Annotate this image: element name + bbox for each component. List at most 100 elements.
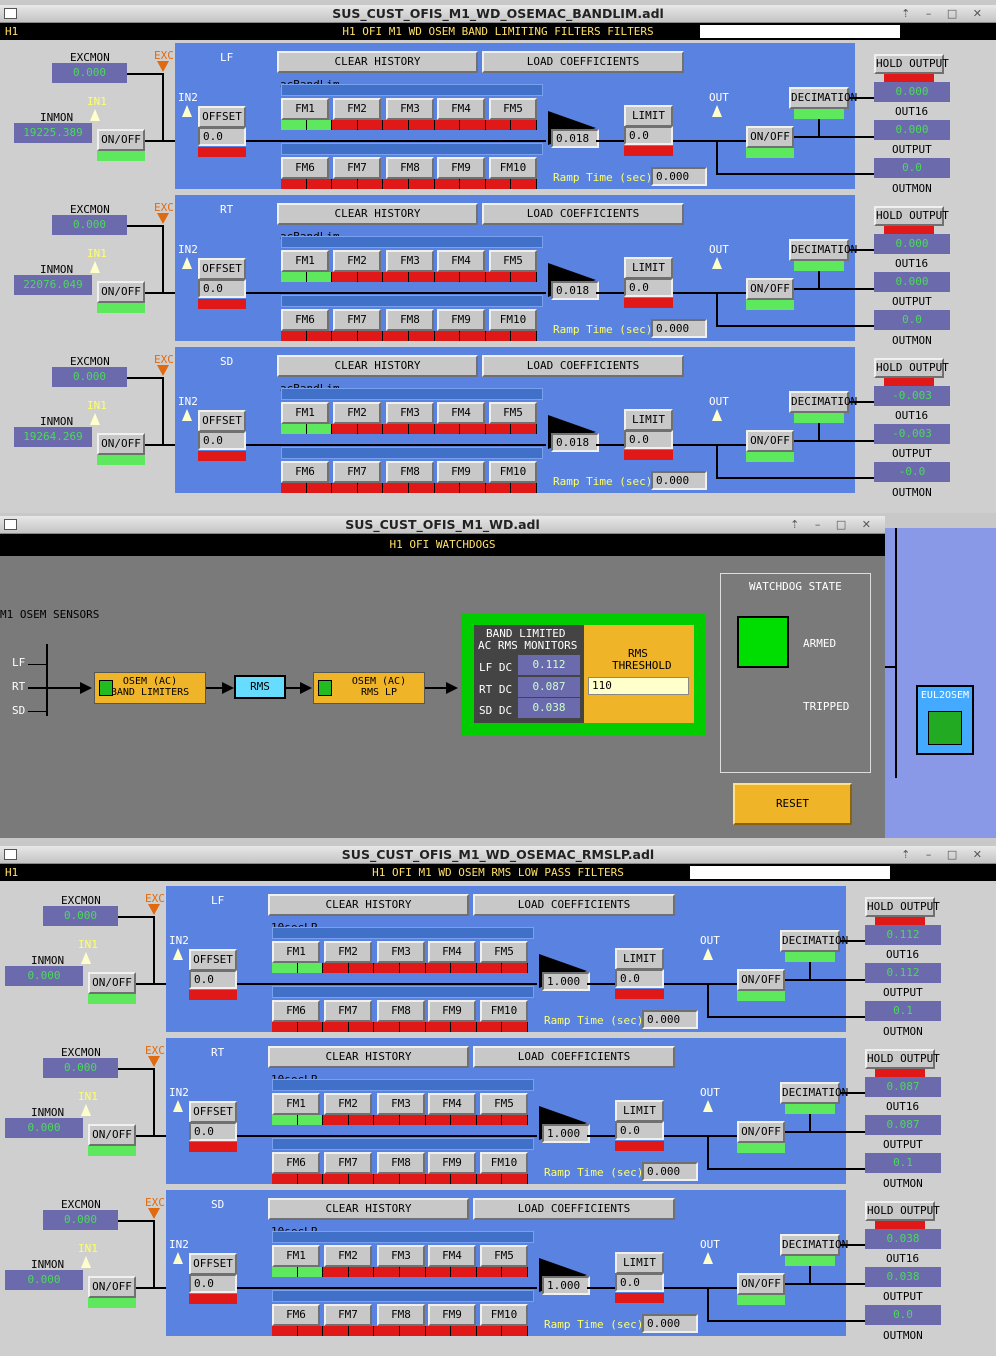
load-coefficients-button[interactable]: LOAD COEFFICIENTS <box>473 894 675 916</box>
fm4-button[interactable]: FM4 <box>437 402 485 424</box>
offset-button[interactable]: OFFSET <box>189 949 237 971</box>
clear-history-button[interactable]: CLEAR HISTORY <box>268 894 469 916</box>
fm5-button[interactable]: FM5 <box>480 941 528 963</box>
fm3-button[interactable]: FM3 <box>386 250 434 272</box>
fm8-button[interactable]: FM8 <box>386 461 434 483</box>
offset-input[interactable]: 0.0 <box>198 279 246 298</box>
output-onoff-button[interactable]: ON/OFF <box>737 969 785 991</box>
rms-block[interactable]: RMS <box>234 675 286 699</box>
input-onoff-button[interactable]: ON/OFF <box>97 281 145 303</box>
decimation-button[interactable]: DECIMATION <box>789 391 857 413</box>
clear-history-button[interactable]: CLEAR HISTORY <box>277 51 478 73</box>
load-coefficients-button[interactable]: LOAD COEFFICIENTS <box>473 1198 675 1220</box>
fm2-button[interactable]: FM2 <box>333 250 381 272</box>
limit-input[interactable]: 0.0 <box>624 430 673 449</box>
ramp-time-input[interactable]: 0.000 <box>651 471 707 490</box>
clear-history-button[interactable]: CLEAR HISTORY <box>277 203 478 225</box>
fm9-button[interactable]: FM9 <box>428 1152 476 1174</box>
fm4-button[interactable]: FM4 <box>437 250 485 272</box>
fm9-button[interactable]: FM9 <box>437 157 485 179</box>
fm8-button[interactable]: FM8 <box>386 157 434 179</box>
offset-button[interactable]: OFFSET <box>198 410 246 432</box>
limit-input[interactable]: 0.0 <box>615 969 664 988</box>
limit-button[interactable]: LIMIT <box>615 1252 664 1274</box>
fm6-button[interactable]: FM6 <box>272 1304 320 1326</box>
offset-button[interactable]: OFFSET <box>189 1253 237 1275</box>
load-coefficients-button[interactable]: LOAD COEFFICIENTS <box>473 1046 675 1068</box>
offset-input[interactable]: 0.0 <box>198 127 246 146</box>
output-onoff-button[interactable]: ON/OFF <box>746 430 794 452</box>
gain-input[interactable]: 1.000 <box>542 1276 590 1295</box>
ramp-time-input[interactable]: 0.000 <box>642 1010 698 1029</box>
output-onoff-button[interactable]: ON/OFF <box>737 1273 785 1295</box>
watchdog-titlebar[interactable]: SUS_CUST_OFIS_M1_WD.adl⇡ – □ ✕ <box>0 516 885 534</box>
output-onoff-button[interactable]: ON/OFF <box>746 126 794 148</box>
limit-button[interactable]: LIMIT <box>624 257 673 279</box>
window-controls-icon[interactable]: ⇡ – □ ✕ <box>901 848 988 861</box>
fm5-button[interactable]: FM5 <box>480 1093 528 1115</box>
fm2-button[interactable]: FM2 <box>324 1093 372 1115</box>
fm6-button[interactable]: FM6 <box>281 309 329 331</box>
decimation-button[interactable]: DECIMATION <box>780 930 848 952</box>
input-onoff-button[interactable]: ON/OFF <box>88 972 136 994</box>
hold-output-button[interactable]: HOLD OUTPUT <box>874 54 949 74</box>
fm4-button[interactable]: FM4 <box>428 1245 476 1267</box>
fm8-button[interactable]: FM8 <box>377 1304 425 1326</box>
bandlim-titlebar[interactable]: SUS_CUST_OFIS_M1_WD_OSEMAC_BANDLIM.adl⇡ … <box>0 5 996 23</box>
offset-input[interactable]: 0.0 <box>189 970 237 989</box>
fm3-button[interactable]: FM3 <box>386 402 434 424</box>
load-coefficients-button[interactable]: LOAD COEFFICIENTS <box>482 203 684 225</box>
fm1-button[interactable]: FM1 <box>281 402 329 424</box>
offset-button[interactable]: OFFSET <box>198 258 246 280</box>
clear-history-button[interactable]: CLEAR HISTORY <box>268 1198 469 1220</box>
fm4-button[interactable]: FM4 <box>437 98 485 120</box>
limit-input[interactable]: 0.0 <box>615 1121 664 1140</box>
ramp-time-input[interactable]: 0.000 <box>651 319 707 338</box>
fm1-button[interactable]: FM1 <box>272 941 320 963</box>
fm6-button[interactable]: FM6 <box>281 461 329 483</box>
window-controls-icon[interactable]: ⇡ – □ ✕ <box>790 518 877 531</box>
hold-output-button[interactable]: HOLD OUTPUT <box>865 897 940 917</box>
fm2-button[interactable]: FM2 <box>333 98 381 120</box>
fm3-button[interactable]: FM3 <box>377 1245 425 1267</box>
gain-input[interactable]: 1.000 <box>542 1124 590 1143</box>
hold-output-button[interactable]: HOLD OUTPUT <box>874 358 949 378</box>
fm1-button[interactable]: FM1 <box>272 1245 320 1267</box>
offset-input[interactable]: 0.0 <box>189 1274 237 1293</box>
fm7-button[interactable]: FM7 <box>333 157 381 179</box>
decimation-button[interactable]: DECIMATION <box>780 1234 848 1256</box>
hold-output-button[interactable]: HOLD OUTPUT <box>865 1201 940 1221</box>
load-coefficients-button[interactable]: LOAD COEFFICIENTS <box>482 51 684 73</box>
fm5-button[interactable]: FM5 <box>480 1245 528 1267</box>
fm6-button[interactable]: FM6 <box>281 157 329 179</box>
fm10-button[interactable]: FM10 <box>480 1000 528 1022</box>
input-onoff-button[interactable]: ON/OFF <box>88 1124 136 1146</box>
fm6-button[interactable]: FM6 <box>272 1000 320 1022</box>
offset-input[interactable]: 0.0 <box>198 431 246 450</box>
hold-output-button[interactable]: HOLD OUTPUT <box>865 1049 940 1069</box>
threshold-input[interactable]: 110 <box>588 677 689 695</box>
window-controls-icon[interactable]: ⇡ – □ ✕ <box>901 7 988 20</box>
fm1-button[interactable]: FM1 <box>281 98 329 120</box>
ramp-time-input[interactable]: 0.000 <box>642 1162 698 1181</box>
gain-input[interactable]: 1.000 <box>542 972 590 991</box>
fm10-button[interactable]: FM10 <box>489 309 537 331</box>
clear-history-button[interactable]: CLEAR HISTORY <box>277 355 478 377</box>
decimation-button[interactable]: DECIMATION <box>780 1082 848 1104</box>
fm7-button[interactable]: FM7 <box>333 309 381 331</box>
fm10-button[interactable]: FM10 <box>480 1304 528 1326</box>
fm3-button[interactable]: FM3 <box>377 1093 425 1115</box>
band-limiters-block[interactable]: OSEM (AC)BAND LIMITERS <box>94 672 206 704</box>
reset-button[interactable]: RESET <box>733 783 852 825</box>
fm8-button[interactable]: FM8 <box>377 1000 425 1022</box>
fm1-button[interactable]: FM1 <box>281 250 329 272</box>
fm5-button[interactable]: FM5 <box>489 98 537 120</box>
fm5-button[interactable]: FM5 <box>489 402 537 424</box>
decimation-button[interactable]: DECIMATION <box>789 87 857 109</box>
decimation-button[interactable]: DECIMATION <box>789 239 857 261</box>
fm2-button[interactable]: FM2 <box>324 1245 372 1267</box>
eul2osem-block[interactable]: EUL2OSEM <box>916 685 974 755</box>
fm9-button[interactable]: FM9 <box>428 1000 476 1022</box>
rmslp-titlebar[interactable]: SUS_CUST_OFIS_M1_WD_OSEMAC_RMSLP.adl⇡ – … <box>0 846 996 864</box>
output-onoff-button[interactable]: ON/OFF <box>746 278 794 300</box>
